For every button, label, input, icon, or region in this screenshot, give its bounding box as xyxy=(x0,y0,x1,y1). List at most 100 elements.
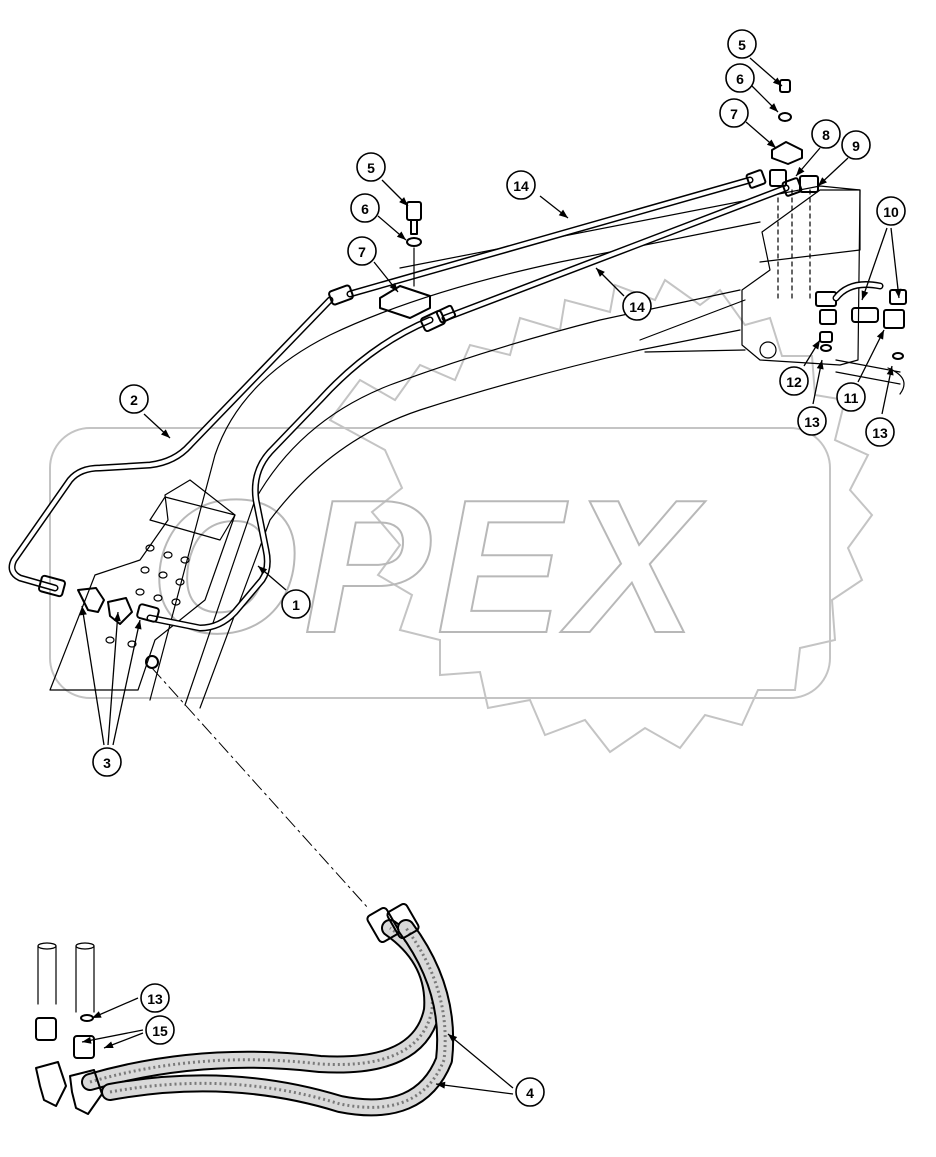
callout-circle xyxy=(119,384,149,414)
callout-number: 8 xyxy=(822,127,830,143)
callout-number: 15 xyxy=(152,1023,168,1039)
callout-circle xyxy=(350,193,380,223)
leader-arrowhead xyxy=(818,177,827,186)
leader-arrowhead xyxy=(92,1011,102,1018)
leader-arrowhead xyxy=(812,340,820,350)
callout-circle xyxy=(779,366,809,396)
callout-number: 10 xyxy=(883,204,899,220)
callout-number: 14 xyxy=(629,299,645,315)
callout-4: 4 xyxy=(515,1077,545,1107)
leader-arrowhead xyxy=(448,1034,458,1043)
callout-circle xyxy=(841,130,871,160)
callout-number: 6 xyxy=(736,71,744,87)
boom-end-plate xyxy=(741,189,861,366)
callout-14: 14 xyxy=(622,291,652,321)
callout-5: 5 xyxy=(356,152,386,182)
bracket-tab xyxy=(149,496,236,541)
boom-crossbeam-lower xyxy=(639,299,746,353)
callout-6: 6 xyxy=(350,193,380,223)
callout-number: 13 xyxy=(872,425,888,441)
callout-number: 13 xyxy=(147,991,163,1007)
boom-pivot-hole xyxy=(759,341,777,359)
leader-line xyxy=(861,227,888,301)
leader-arrowhead xyxy=(113,612,121,622)
callout-number: 7 xyxy=(358,244,366,260)
hoses-4 xyxy=(35,902,455,1117)
leader-line xyxy=(890,227,900,299)
callout-2: 2 xyxy=(119,384,149,414)
callout-13: 13 xyxy=(865,417,895,447)
callout-number: 5 xyxy=(738,37,746,53)
leader-line xyxy=(107,611,119,746)
callout-circle xyxy=(727,29,757,59)
callout-circle xyxy=(836,382,866,412)
leader-arrowhead xyxy=(766,139,776,148)
callout-circle xyxy=(347,236,377,266)
callout-14: 14 xyxy=(506,170,536,200)
callout-13: 13 xyxy=(797,406,827,436)
connection-centerline xyxy=(151,667,369,909)
leader-line xyxy=(81,1029,144,1043)
leader-arrowhead xyxy=(396,231,406,240)
callout-number: 14 xyxy=(513,178,529,194)
callout-number: 12 xyxy=(786,374,802,390)
leader-arrowhead xyxy=(134,620,142,630)
callout-11: 11 xyxy=(836,382,866,412)
leader-arrowhead xyxy=(769,103,778,112)
callout-number: 13 xyxy=(804,414,820,430)
callout-circle xyxy=(140,983,170,1013)
leader-line xyxy=(857,329,885,383)
boom-outer-edge xyxy=(149,221,761,701)
loader-boom xyxy=(149,185,905,709)
callout-8: 8 xyxy=(811,119,841,149)
callout-circle xyxy=(281,589,311,619)
callout-circle xyxy=(515,1077,545,1107)
opex-watermark: OPEX xyxy=(49,278,874,754)
leader-arrowhead xyxy=(894,288,902,298)
callout-number: 1 xyxy=(292,597,300,613)
callout-circle xyxy=(725,63,755,93)
callout-number: 7 xyxy=(730,106,738,122)
leader-arrowhead xyxy=(258,566,268,575)
callout-number: 11 xyxy=(844,390,859,406)
callout-number: 2 xyxy=(130,392,138,408)
leader-line xyxy=(447,1033,514,1089)
leader-arrowhead xyxy=(436,1081,446,1089)
leader-arrowhead xyxy=(876,330,884,340)
watermark-banner xyxy=(49,427,831,699)
leader-arrowhead xyxy=(596,268,605,277)
leader-line xyxy=(81,605,105,746)
callout-circle xyxy=(797,406,827,436)
callout-number: 6 xyxy=(361,201,369,217)
callout-6: 6 xyxy=(725,63,755,93)
leader-arrowhead xyxy=(772,77,782,86)
leader-arrowhead xyxy=(104,1041,114,1049)
leader-arrowhead xyxy=(82,1036,92,1044)
callout-9: 9 xyxy=(841,130,871,160)
callout-5: 5 xyxy=(727,29,757,59)
leader-arrowhead xyxy=(161,429,170,438)
callout-circle xyxy=(876,196,906,226)
callout-number: 4 xyxy=(526,1085,534,1101)
callout-circle xyxy=(356,152,386,182)
valve-mounting-bracket xyxy=(49,479,236,691)
callout-number: 9 xyxy=(852,138,860,154)
leader-lines xyxy=(79,57,902,1095)
boom-crossbeam xyxy=(399,185,861,269)
callout-circle xyxy=(92,747,122,777)
callout-10: 10 xyxy=(876,196,906,226)
leader-line xyxy=(112,619,141,746)
leader-arrowhead xyxy=(558,209,568,218)
boom-dashed-guides xyxy=(777,189,811,301)
leader-arrowhead xyxy=(886,366,894,376)
callout-7: 7 xyxy=(719,98,749,128)
boom-inner-edge-2 xyxy=(199,329,741,709)
callout-3: 3 xyxy=(92,747,122,777)
callout-13: 13 xyxy=(140,983,170,1013)
callout-circle xyxy=(506,170,536,200)
leader-arrowhead xyxy=(796,166,805,176)
watermark-gear xyxy=(328,278,874,754)
callout-circle xyxy=(622,291,652,321)
